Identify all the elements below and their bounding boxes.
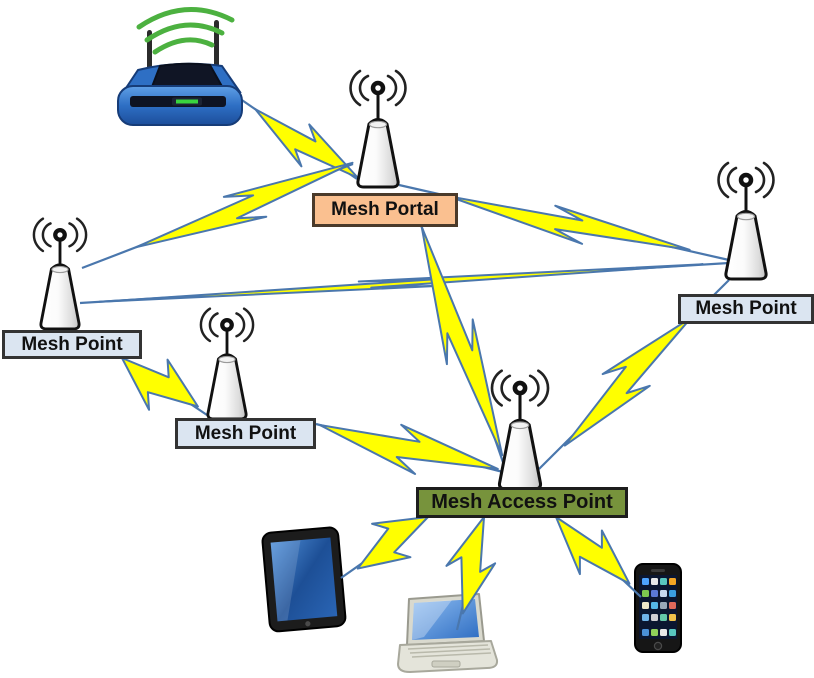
mesh-point-left-antenna-icon — [34, 219, 86, 329]
tablet-icon — [261, 526, 347, 633]
mesh-portal-antenna-icon — [351, 71, 406, 187]
laptop-icon — [397, 593, 499, 673]
lightning-bolt-icon-mesh-portal--mesh-access-point — [402, 221, 518, 463]
lightning-bolt-icon-mesh-point-right--mesh-access-point — [546, 300, 706, 460]
mesh-point-right-label: Mesh Point — [678, 294, 814, 324]
mesh-portal-label: Mesh Portal — [312, 193, 458, 227]
mesh-access-point-antenna-icon — [492, 371, 548, 489]
lightning-bolt-icon-mesh-point-center--mesh-access-point — [312, 403, 505, 496]
mesh-point-left-label: Mesh Point — [2, 330, 142, 359]
smartphone-icon — [634, 563, 682, 653]
lightning-bolt-icon-mesh-portal--mesh-point-right — [445, 182, 693, 267]
wireless-router-icon — [117, 7, 243, 126]
lightning-bolt-icon-mesh-point-left--mesh-point-right — [99, 260, 703, 307]
wireless-links — [79, 93, 730, 631]
mesh-point-center-antenna-icon — [201, 309, 253, 419]
mesh-point-right-antenna-icon — [719, 163, 774, 279]
mesh-point-center-label: Mesh Point — [175, 418, 316, 449]
mesh-access-point-label: Mesh Access Point — [416, 487, 628, 518]
